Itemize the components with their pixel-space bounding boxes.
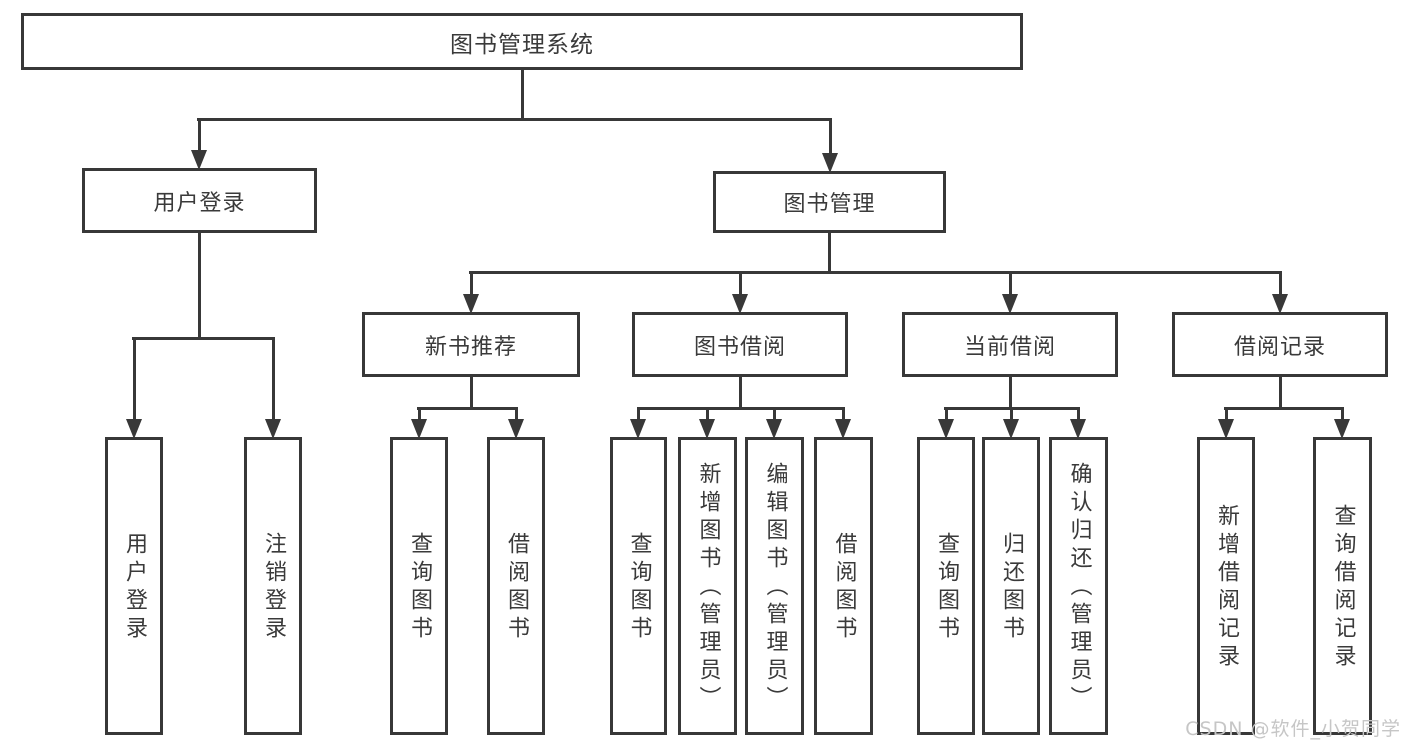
arrow-down-icon <box>463 294 479 314</box>
connector-line <box>520 70 524 121</box>
connector-line <box>827 233 831 274</box>
leaf-label: 确认归还（管理员） <box>1066 462 1092 714</box>
arrow-down-icon <box>822 153 838 173</box>
arrow-down-icon <box>732 294 748 314</box>
arrow-down-icon <box>1070 419 1086 439</box>
arrow-down-icon <box>411 419 427 439</box>
arrow-down-icon <box>126 419 142 439</box>
arrow-down-icon <box>191 150 207 170</box>
arrow-down-icon <box>938 419 954 439</box>
node-book-borrow: 图书借阅 <box>632 312 848 377</box>
leaf-return-book: 归还图书 <box>982 437 1040 735</box>
connector-line <box>469 271 1282 274</box>
connector-line <box>469 271 473 296</box>
connector-line <box>197 118 201 152</box>
leaf-query-borrow-record: 查询借阅记录 <box>1313 437 1372 735</box>
node-system-root: 图书管理系统 <box>21 13 1023 70</box>
leaf-label: 查询借阅记录 <box>1330 504 1356 672</box>
connector-line <box>705 407 709 421</box>
leaf-edit-book-admin: 编辑图书（管理员） <box>745 437 804 735</box>
connector-line <box>1224 407 1228 421</box>
leaf-label: 新增图书（管理员） <box>695 462 721 714</box>
connector-line <box>1224 407 1344 410</box>
connector-line <box>1278 377 1282 410</box>
arrow-down-icon <box>1003 419 1019 439</box>
node-label: 图书借阅 <box>693 334 786 360</box>
arrow-down-icon <box>265 419 281 439</box>
connector-line <box>636 407 640 421</box>
leaf-borrow-book-recommend: 借阅图书 <box>487 437 545 735</box>
arrow-down-icon <box>699 419 715 439</box>
connector-line <box>1009 407 1013 421</box>
leaf-label: 注销登录 <box>261 532 286 644</box>
leaf-label: 新增借阅记录 <box>1214 504 1239 672</box>
connector-line <box>944 407 948 421</box>
leaf-label: 查询图书 <box>934 532 959 644</box>
leaf-user-login: 用户登录 <box>105 437 163 735</box>
leaf-label: 借阅图书 <box>831 532 857 644</box>
connector-line <box>132 337 136 421</box>
leaf-label: 查询图书 <box>626 532 652 644</box>
connector-line <box>1278 271 1282 296</box>
connector-line <box>132 337 275 340</box>
node-label: 图书管理系统 <box>450 31 594 58</box>
connector-line <box>1076 407 1080 421</box>
leaf-borrow-book: 借阅图书 <box>814 437 873 735</box>
connector-line <box>738 271 742 296</box>
connector-line <box>1008 271 1012 296</box>
leaf-query-book-borrow: 查询图书 <box>610 437 667 735</box>
arrow-down-icon <box>766 419 782 439</box>
connector-line <box>828 118 832 155</box>
leaf-query-book-current: 查询图书 <box>917 437 975 735</box>
arrow-down-icon <box>1218 419 1234 439</box>
connector-line <box>1340 407 1344 421</box>
connector-line <box>738 377 742 410</box>
connector-line <box>271 337 275 421</box>
node-label: 当前借阅 <box>963 334 1056 360</box>
connector-line <box>514 407 518 421</box>
node-book-management: 图书管理 <box>713 171 946 233</box>
connector-line <box>417 407 421 421</box>
node-user-login: 用户登录 <box>82 168 317 233</box>
leaf-confirm-return-admin: 确认归还（管理员） <box>1049 437 1108 735</box>
arrow-down-icon <box>630 419 646 439</box>
leaf-logout: 注销登录 <box>244 437 302 735</box>
connector-line <box>197 233 201 340</box>
leaf-label: 查询图书 <box>407 532 432 644</box>
node-label: 借阅记录 <box>1233 334 1326 360</box>
leaf-label: 归还图书 <box>999 532 1024 644</box>
connector-line <box>841 407 845 421</box>
leaf-query-book-recommend: 查询图书 <box>390 437 448 735</box>
connector-line <box>469 377 473 410</box>
connector-line <box>1008 377 1012 410</box>
arrow-down-icon <box>508 419 524 439</box>
leaf-label: 借阅图书 <box>504 532 529 644</box>
node-current-borrow: 当前借阅 <box>902 312 1118 377</box>
node-label: 用户登录 <box>153 190 246 216</box>
leaf-label: 用户登录 <box>122 532 147 644</box>
node-label: 新书推荐 <box>424 334 517 360</box>
arrow-down-icon <box>835 419 851 439</box>
node-new-book-recommend: 新书推荐 <box>362 312 580 377</box>
arrow-down-icon <box>1334 419 1350 439</box>
connector-line <box>417 407 518 410</box>
leaf-add-borrow-record: 新增借阅记录 <box>1197 437 1255 735</box>
connector-line <box>197 118 832 121</box>
arrow-down-icon <box>1272 294 1288 314</box>
connector-line <box>637 407 845 410</box>
watermark: CSDN @软件_小贺同学 <box>1185 718 1401 740</box>
arrow-down-icon <box>1002 294 1018 314</box>
leaf-add-book-admin: 新增图书（管理员） <box>678 437 737 735</box>
node-label: 图书管理 <box>783 192 876 217</box>
leaf-label: 编辑图书（管理员） <box>762 462 788 714</box>
node-borrow-record: 借阅记录 <box>1172 312 1388 377</box>
connector-line <box>772 407 776 421</box>
